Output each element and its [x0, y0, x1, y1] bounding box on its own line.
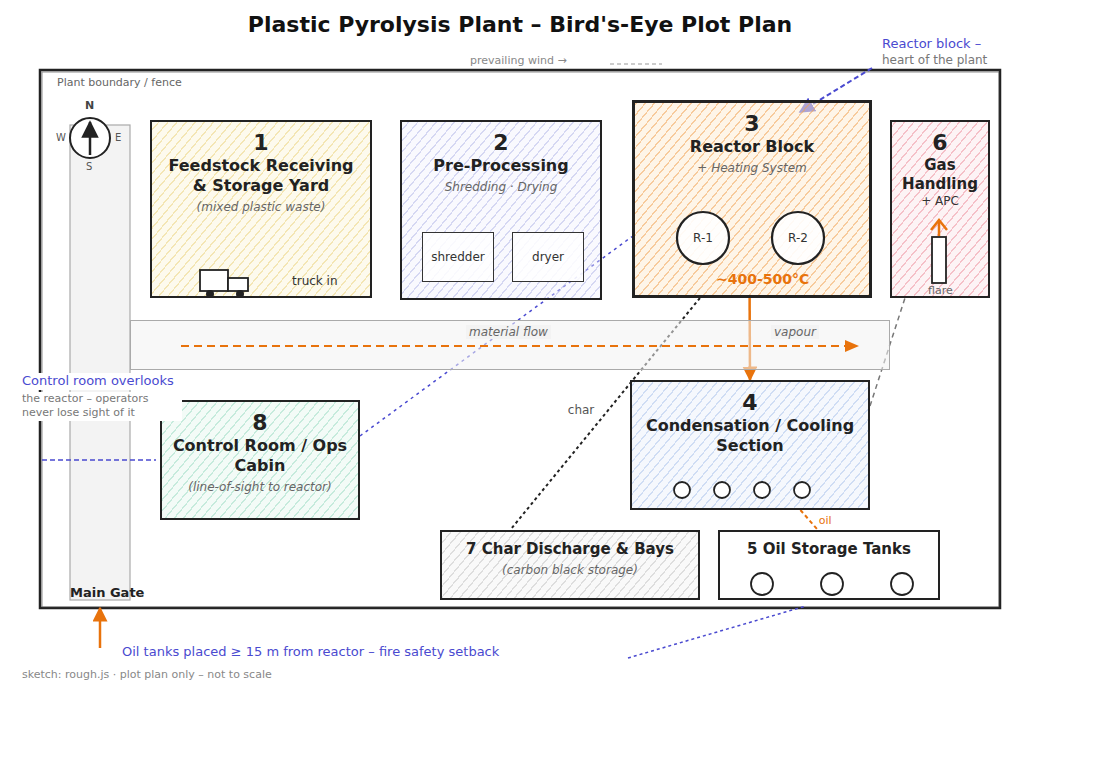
callout-leader: [42, 459, 156, 461]
diagram-title: Plastic Pyrolysis Plant – Bird's-Eye Plo…: [0, 12, 1040, 37]
compass-letter: S: [86, 160, 92, 173]
callout-number: 2: [493, 130, 508, 156]
item-label: truck in: [292, 274, 338, 288]
plant-boundary-sketch: [42, 72, 999, 607]
box-note: (carbon black storage): [502, 563, 638, 577]
plant-boundary: [40, 70, 1000, 608]
connector-label: oil: [817, 514, 834, 527]
box-note: + Heating System: [697, 161, 806, 175]
compass-letter: W: [56, 131, 66, 144]
callout-number: 4: [742, 390, 757, 416]
site-road: [70, 125, 130, 600]
callout-leader: [628, 606, 806, 658]
callout-note: Reactor block –: [882, 36, 981, 53]
area-box: 8Control Room / Ops Cabin (line-of-sight …: [160, 400, 360, 520]
item-label: dryer: [532, 250, 564, 264]
area-box: 7 Char Discharge & Bays (carbon black sto…: [440, 530, 700, 600]
flow-label: vapour: [771, 325, 819, 339]
area-box: 6Gas Handling+ APC flare: [890, 120, 990, 298]
reactor-block: 3Reactor Block + Heating System ~400-500°C…: [632, 100, 872, 298]
flow-connector: [800, 510, 818, 530]
callout-number: 3: [744, 111, 759, 137]
box-heading: Gas Handling: [896, 156, 984, 194]
callout-note: Control room overlooks: [22, 373, 174, 390]
area-box: 2Pre-ProcessingShredding · Drying shredde…: [400, 120, 602, 300]
area-box: 4Condensation / Cooling Section: [630, 380, 870, 510]
item-label: R-1: [693, 231, 713, 245]
box-note: (mixed plastic waste): [197, 200, 326, 214]
gate-label: Main Gate: [70, 585, 144, 602]
boundary-label: Plant boundary / fence: [57, 76, 182, 90]
compass-letter: N: [85, 99, 94, 113]
item-label: + APC: [921, 194, 959, 208]
compass-rose: [70, 118, 110, 158]
box-heading: Control Room / Ops Cabin: [170, 436, 350, 476]
reactor-vessel: R-2: [770, 210, 826, 266]
caption-note: sketch: rough.js · plot plan only – not …: [22, 668, 272, 682]
compass-letter: E: [115, 131, 121, 144]
box-heading: Reactor Block: [690, 137, 814, 157]
connector-label: char: [566, 403, 597, 417]
box-heading: Feedstock Receiving & Storage Yard: [160, 156, 362, 196]
callout-note: heart of the plant: [882, 53, 987, 69]
gate-arrow: [99, 608, 102, 648]
box-heading: Pre-Processing: [433, 156, 568, 176]
box-heading: 5 Oil Storage Tanks: [747, 540, 911, 559]
callout-number: 8: [252, 410, 267, 436]
temperature-note: ~400-500°C: [716, 271, 809, 287]
callout-note: the reactor – operators never lose sight…: [22, 392, 182, 421]
box-note: Shredding · Drying: [445, 180, 558, 194]
equipment-box: dryer: [512, 232, 584, 282]
equipment-box: shredder: [422, 232, 494, 282]
callout-number: 1: [253, 130, 268, 156]
wind-dashes: [610, 64, 662, 65]
area-box: 1Feedstock Receiving & Storage Yard (mixe…: [150, 120, 372, 298]
material-flow-band: material flow vapour: [130, 320, 890, 370]
compass-needle: [89, 122, 92, 155]
callout-note: Oil tanks placed ≥ 15 m from reactor – f…: [122, 644, 499, 661]
area-box: 5 Oil Storage Tanks: [718, 530, 940, 600]
flow-label: material flow: [466, 325, 551, 339]
item-label: shredder: [431, 250, 484, 264]
callout-number: 6: [932, 130, 947, 156]
item-label: flare: [928, 284, 953, 297]
reactor-vessel: R-1: [675, 210, 731, 266]
box-heading: Condensation / Cooling Section: [640, 416, 860, 456]
box-heading: 7 Char Discharge & Bays: [466, 540, 674, 559]
box-note: (line-of-sight to reactor): [188, 480, 331, 494]
wind-note: prevailing wind →: [470, 54, 567, 68]
item-label: R-2: [788, 231, 808, 245]
